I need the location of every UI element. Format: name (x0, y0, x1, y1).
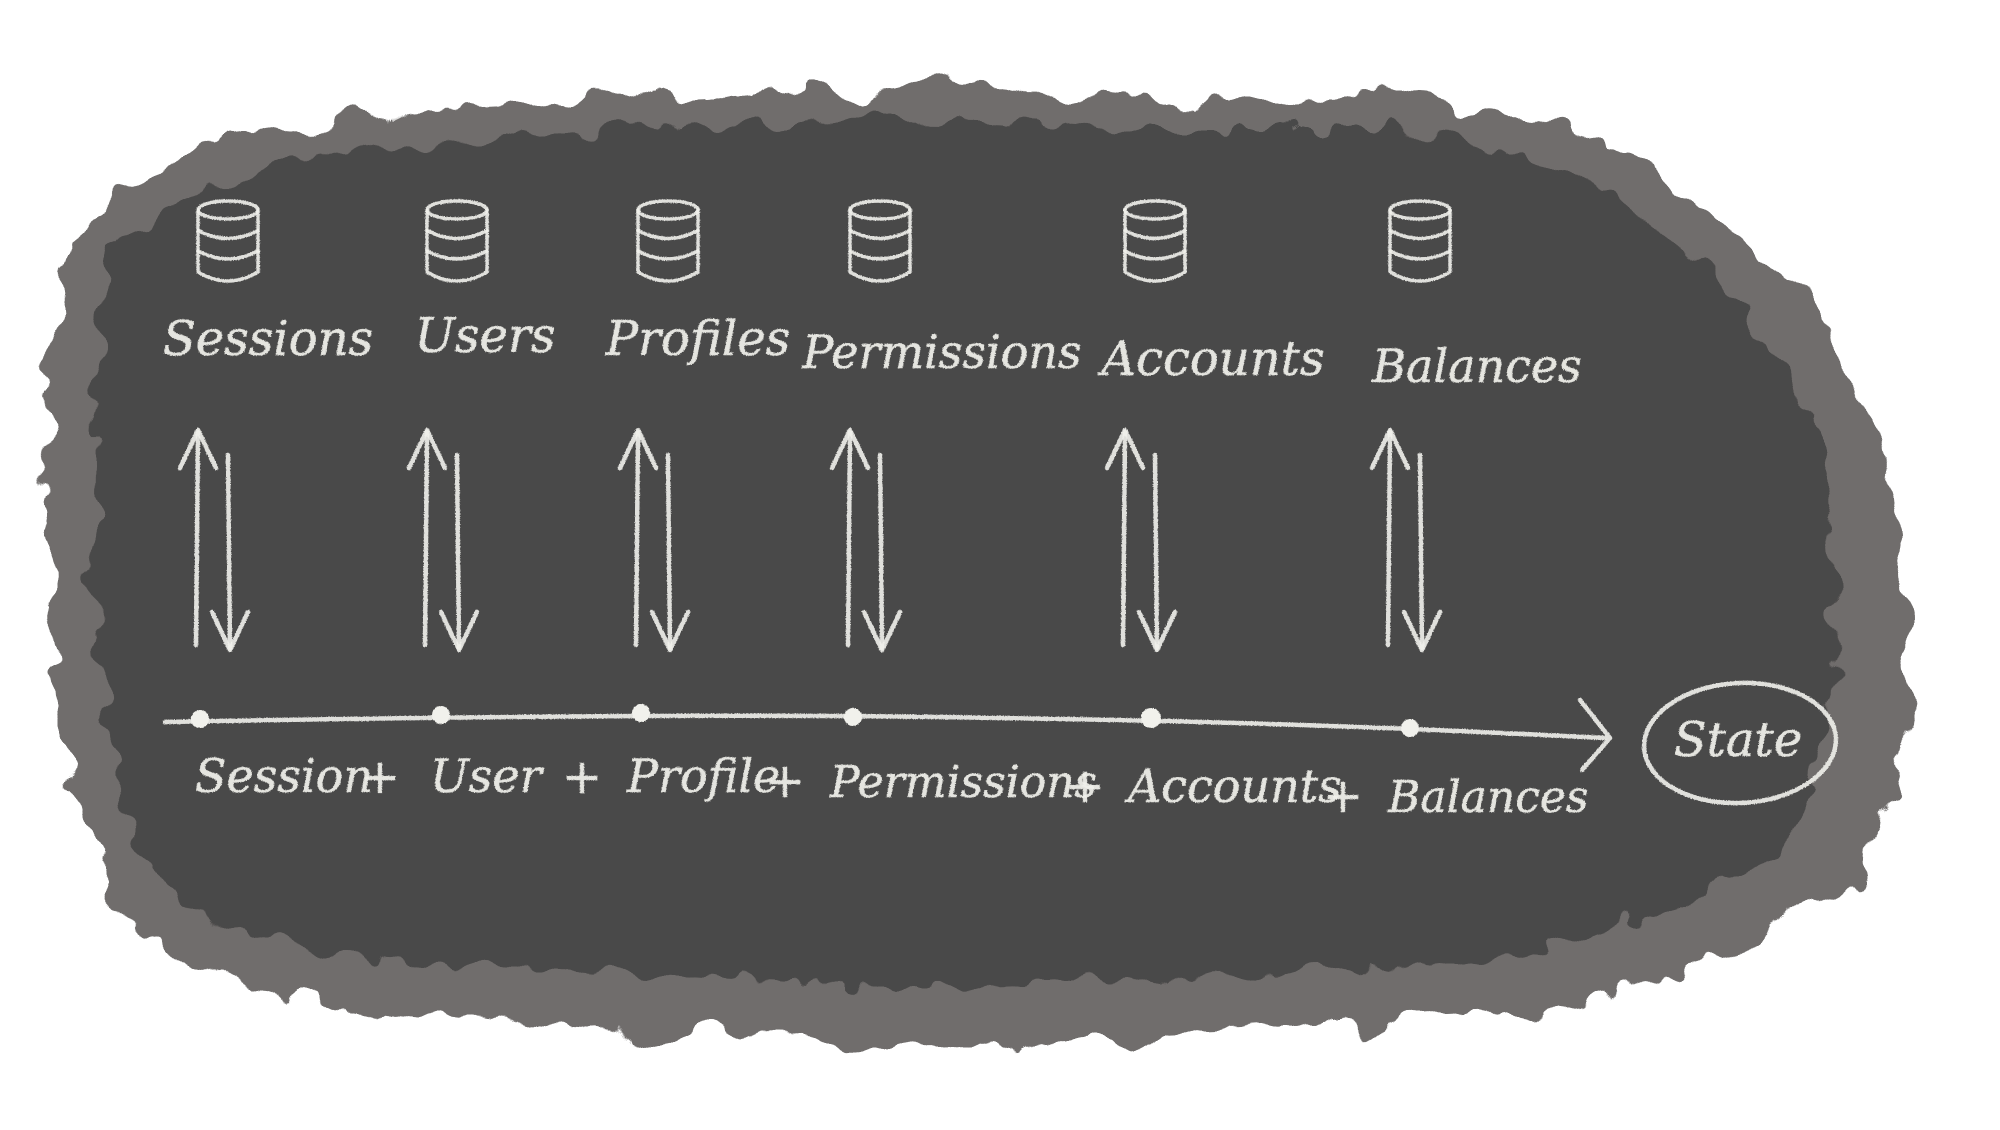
timeline-term-balances: Balances (1387, 772, 1588, 823)
plus-operator: + (360, 749, 400, 805)
plus-operator: + (1065, 758, 1105, 814)
database-icon-band (196, 249, 260, 261)
down-arrow-shaft (1417, 452, 1425, 651)
down-arrow-shaft (877, 452, 885, 651)
down-arrow-shaft (1152, 452, 1160, 651)
store-label-balances: Balances (1371, 339, 1582, 393)
store-label-accounts: Accounts (1097, 331, 1324, 387)
plus-operator: + (765, 753, 805, 809)
plus-operator: + (1323, 768, 1363, 824)
database-icon-band (636, 228, 700, 241)
timeline-term-user: User (430, 749, 545, 803)
plus-operator: + (562, 749, 602, 805)
database-icon (848, 199, 912, 283)
state-circle (1641, 680, 1839, 806)
store-balances: Balances (1369, 199, 1582, 653)
database-icon-band (1123, 249, 1187, 261)
sync-arrows-icon (1369, 427, 1443, 653)
database-icon-band (848, 249, 912, 261)
sync-arrows-icon (1104, 427, 1178, 653)
store-label-users: Users (414, 308, 555, 364)
database-icon-band (636, 249, 700, 261)
database-icon-band (425, 249, 489, 261)
database-icon-body (425, 208, 489, 283)
up-arrow-shaft (193, 429, 201, 648)
up-arrowhead-icon (177, 427, 219, 471)
up-arrowhead-icon (406, 427, 448, 471)
up-arrow-shaft (1120, 429, 1128, 648)
database-icon-band (1388, 249, 1452, 261)
up-arrowhead-icon (1369, 427, 1411, 471)
store-sessions: Sessions (163, 199, 373, 653)
down-arrowhead-icon (1401, 609, 1443, 653)
stores-row: Sessions Users Profiles Permissions Acco (163, 199, 1582, 653)
timeline-dot (432, 706, 450, 724)
store-profiles: Profiles (604, 199, 791, 653)
database-icon (1388, 199, 1452, 283)
timeline-term-accounts: Accounts (1124, 759, 1342, 813)
board-core-wash (94, 121, 1836, 984)
store-label-permissions: Permissions (801, 325, 1081, 379)
timeline-dot (844, 708, 862, 726)
up-arrowhead-icon (1104, 427, 1146, 471)
timeline-term-profile: Profile (626, 749, 780, 803)
up-arrow-shaft (1385, 429, 1393, 648)
sync-arrows-icon (617, 427, 691, 653)
timeline-dot (1141, 708, 1161, 728)
sync-arrows-icon (406, 427, 480, 653)
down-arrowhead-icon (649, 609, 691, 653)
store-permissions: Permissions (801, 199, 1082, 653)
timeline-dot (191, 710, 209, 728)
up-arrow-shaft (422, 429, 430, 648)
sync-arrows-icon (829, 427, 903, 653)
database-icon-band (1123, 228, 1187, 241)
timeline-arrowhead-icon (1577, 697, 1613, 773)
up-arrow-shaft (633, 429, 641, 648)
down-arrow-shaft (454, 452, 462, 651)
store-label-sessions: Sessions (163, 311, 373, 367)
database-icon-body (1388, 208, 1452, 283)
down-arrowhead-icon (209, 609, 251, 653)
timeline-dot (632, 704, 650, 722)
up-arrow-shaft (845, 429, 853, 648)
down-arrowhead-icon (861, 609, 903, 653)
database-icon-body (636, 208, 700, 283)
database-icon-band (425, 228, 489, 241)
up-arrowhead-icon (617, 427, 659, 471)
database-icon-body (848, 208, 912, 283)
store-users: Users (406, 199, 556, 653)
down-arrow-shaft (225, 452, 233, 651)
timeline-axis (162, 713, 1608, 741)
store-label-profiles: Profiles (605, 311, 791, 367)
board-background (48, 88, 1910, 1042)
down-arrow-shaft (665, 452, 673, 651)
database-icon (425, 199, 489, 283)
database-icon (636, 199, 700, 283)
timeline-term-permissions: Permissions (829, 757, 1097, 808)
database-icon (196, 199, 260, 283)
database-icon-body (196, 208, 260, 283)
sync-arrows-icon (177, 427, 251, 653)
up-arrowhead-icon (829, 427, 871, 471)
down-arrowhead-icon (438, 609, 480, 653)
database-icon-band (196, 228, 260, 241)
timeline: Session + User + Profile + Permissions +… (162, 680, 1839, 824)
database-icon-band (1388, 228, 1452, 241)
state-label: State (1674, 712, 1802, 768)
database-icon-band (848, 228, 912, 241)
database-icon-body (1123, 208, 1187, 283)
timeline-term-session: Session (195, 749, 373, 803)
timeline-dot (1401, 719, 1419, 737)
database-icon (1123, 199, 1187, 283)
down-arrowhead-icon (1136, 609, 1178, 653)
store-accounts: Accounts (1097, 199, 1325, 653)
